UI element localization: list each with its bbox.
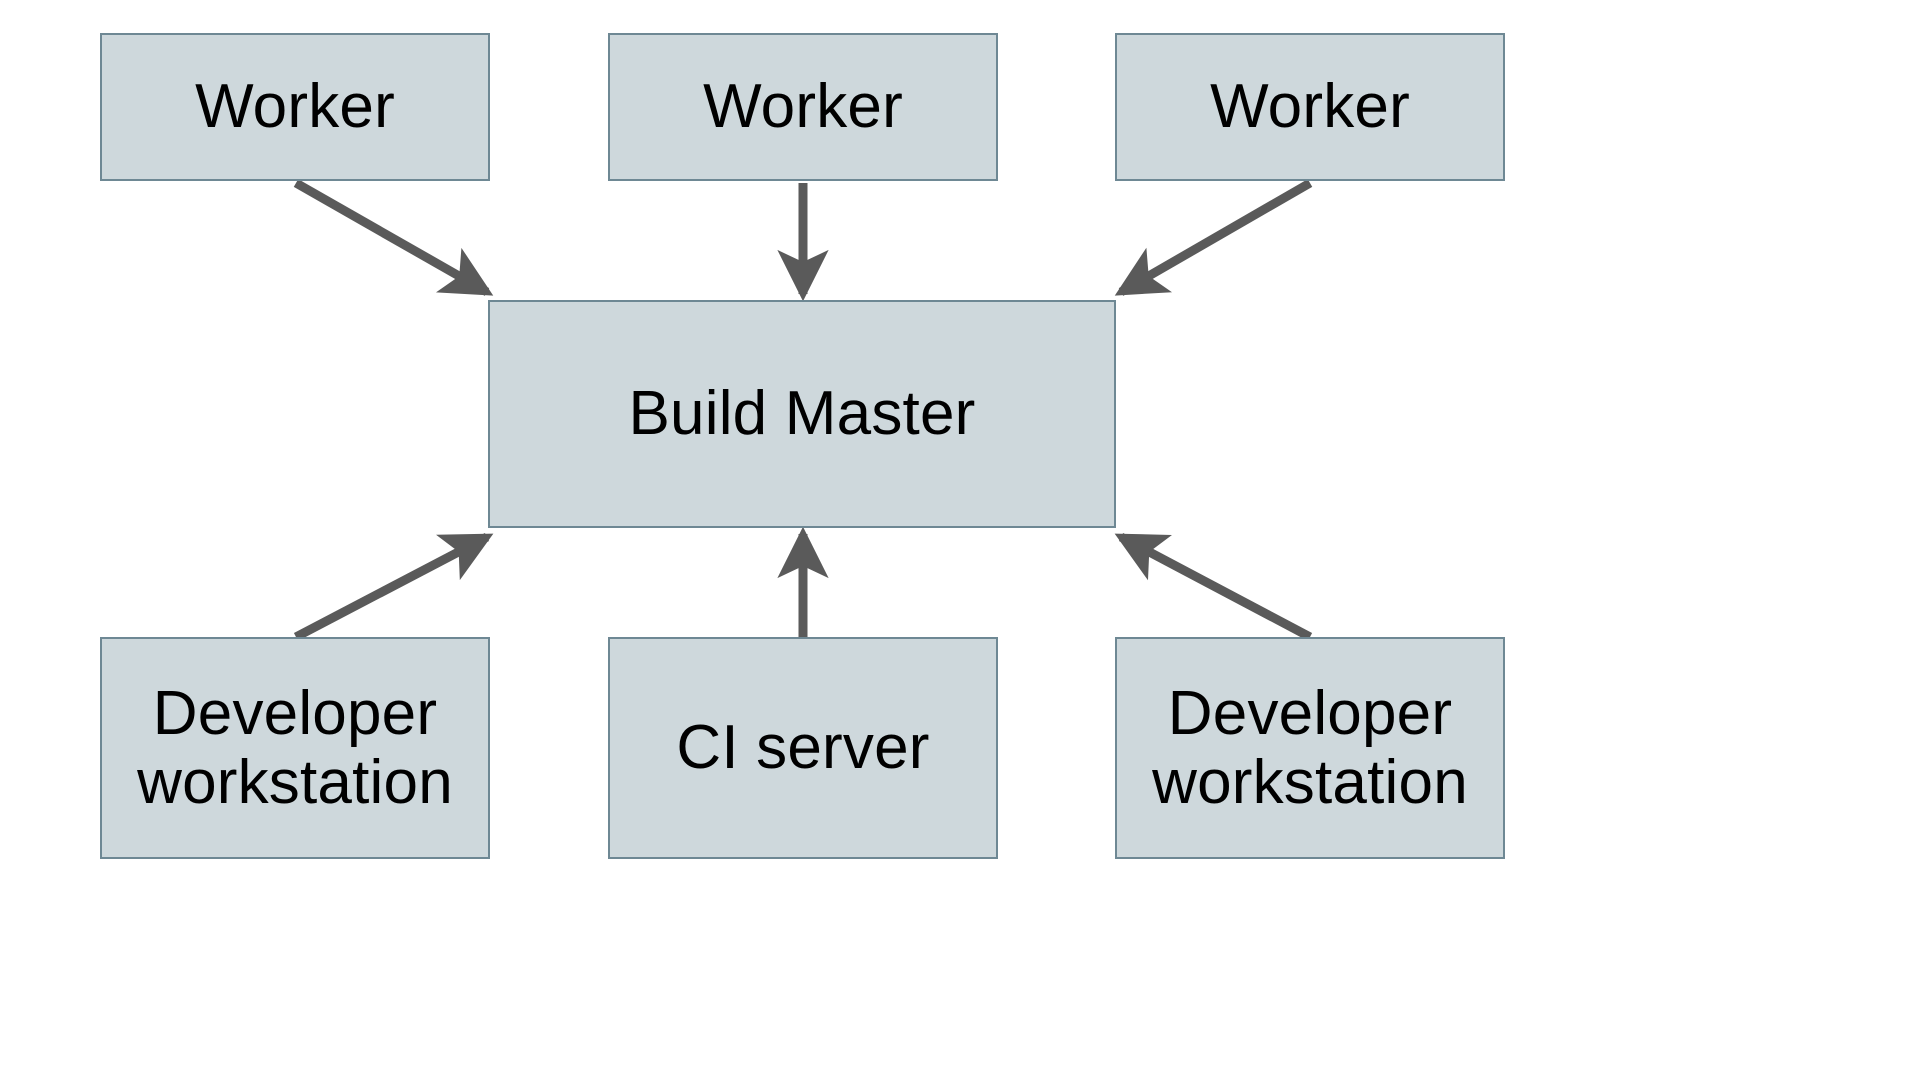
node-worker-left[interactable]: Worker: [100, 33, 490, 181]
node-developer-workstation-left[interactable]: Developer workstation: [100, 637, 490, 859]
edge-worker-right-to-master: [1114, 179, 1313, 296]
node-ci-server-label: CI server: [676, 713, 930, 783]
node-worker-center-label: Worker: [703, 72, 903, 142]
node-worker-right-label: Worker: [1210, 72, 1410, 142]
edge-worker-left-to-master: [293, 179, 494, 296]
node-worker-right[interactable]: Worker: [1115, 33, 1505, 181]
node-developer-workstation-right[interactable]: Developer workstation: [1115, 637, 1505, 859]
edge-dev-left-to-master: [293, 533, 494, 641]
node-developer-workstation-right-label: Developer workstation: [1152, 678, 1468, 817]
node-worker-left-label: Worker: [195, 72, 395, 142]
node-developer-workstation-left-label: Developer workstation: [137, 678, 453, 817]
node-build-master-label: Build Master: [628, 379, 976, 449]
node-ci-server[interactable]: CI server: [608, 637, 998, 859]
node-worker-center[interactable]: Worker: [608, 33, 998, 181]
node-build-master[interactable]: Build Master: [488, 300, 1116, 528]
edge-dev-right-to-master: [1114, 533, 1313, 641]
